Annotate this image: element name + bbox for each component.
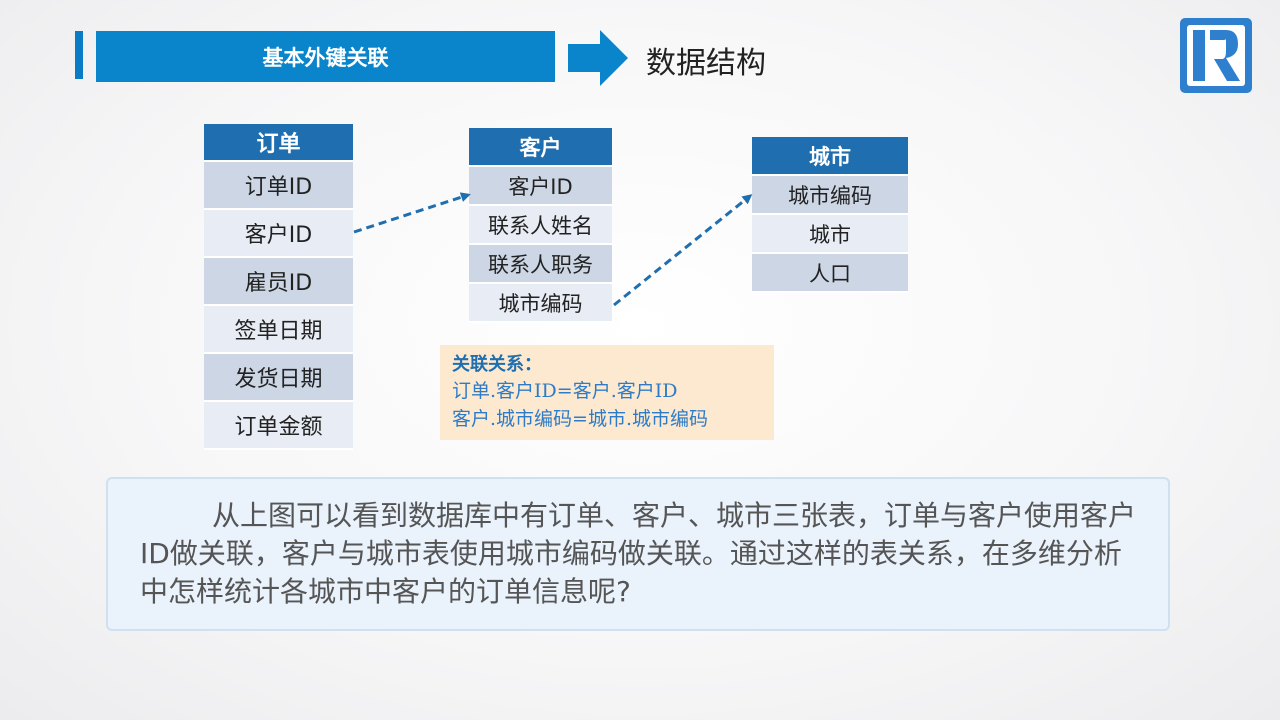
table-row: 订单金额 bbox=[204, 402, 353, 450]
table-row: 客户ID bbox=[204, 210, 353, 258]
section-title: 数据结构 bbox=[646, 46, 766, 81]
table-row: 城市 bbox=[752, 215, 908, 254]
table-row: 发货日期 bbox=[204, 354, 353, 402]
table-row: 联系人姓名 bbox=[469, 206, 612, 245]
table-order: 订单 订单ID 客户ID 雇员ID 签单日期 发货日期 订单金额 bbox=[204, 124, 353, 450]
table-customer-header: 客户 bbox=[469, 128, 612, 167]
table-order-header: 订单 bbox=[204, 124, 353, 162]
table-row: 订单ID bbox=[204, 162, 353, 210]
table-row: 签单日期 bbox=[204, 306, 353, 354]
relation-box: 关联关系： 订单.客户ID=客户.客户ID 客户.城市编码=城市.城市编码 bbox=[440, 345, 774, 440]
relation-arrow-customer-city bbox=[613, 194, 753, 307]
table-row: 联系人职务 bbox=[469, 245, 612, 284]
relation-line: 客户.城市编码=城市.城市编码 bbox=[452, 408, 708, 430]
relation-line: 订单.客户ID=客户.客户ID bbox=[452, 380, 678, 402]
table-row: 城市编码 bbox=[469, 284, 612, 323]
relation-title: 关联关系： bbox=[452, 354, 542, 375]
table-city: 城市 城市编码 城市 人口 bbox=[752, 137, 908, 293]
relation-arrow-order-customer bbox=[353, 192, 471, 234]
table-row: 雇员ID bbox=[204, 258, 353, 306]
r-logo-icon bbox=[1180, 18, 1252, 93]
accent-bar bbox=[75, 31, 83, 79]
slide-title: 基本外键关联 bbox=[96, 31, 555, 82]
table-customer: 客户 客户ID 联系人姓名 联系人职务 城市编码 bbox=[469, 128, 612, 323]
table-row: 人口 bbox=[752, 254, 908, 293]
table-row: 城市编码 bbox=[752, 176, 908, 215]
description-box: 从上图可以看到数据库中有订单、客户、城市三张表，订单与客户使用客户ID做关联，客… bbox=[106, 477, 1170, 631]
table-row: 客户ID bbox=[469, 167, 612, 206]
table-city-header: 城市 bbox=[752, 137, 908, 176]
arrow-right-icon bbox=[568, 30, 628, 86]
